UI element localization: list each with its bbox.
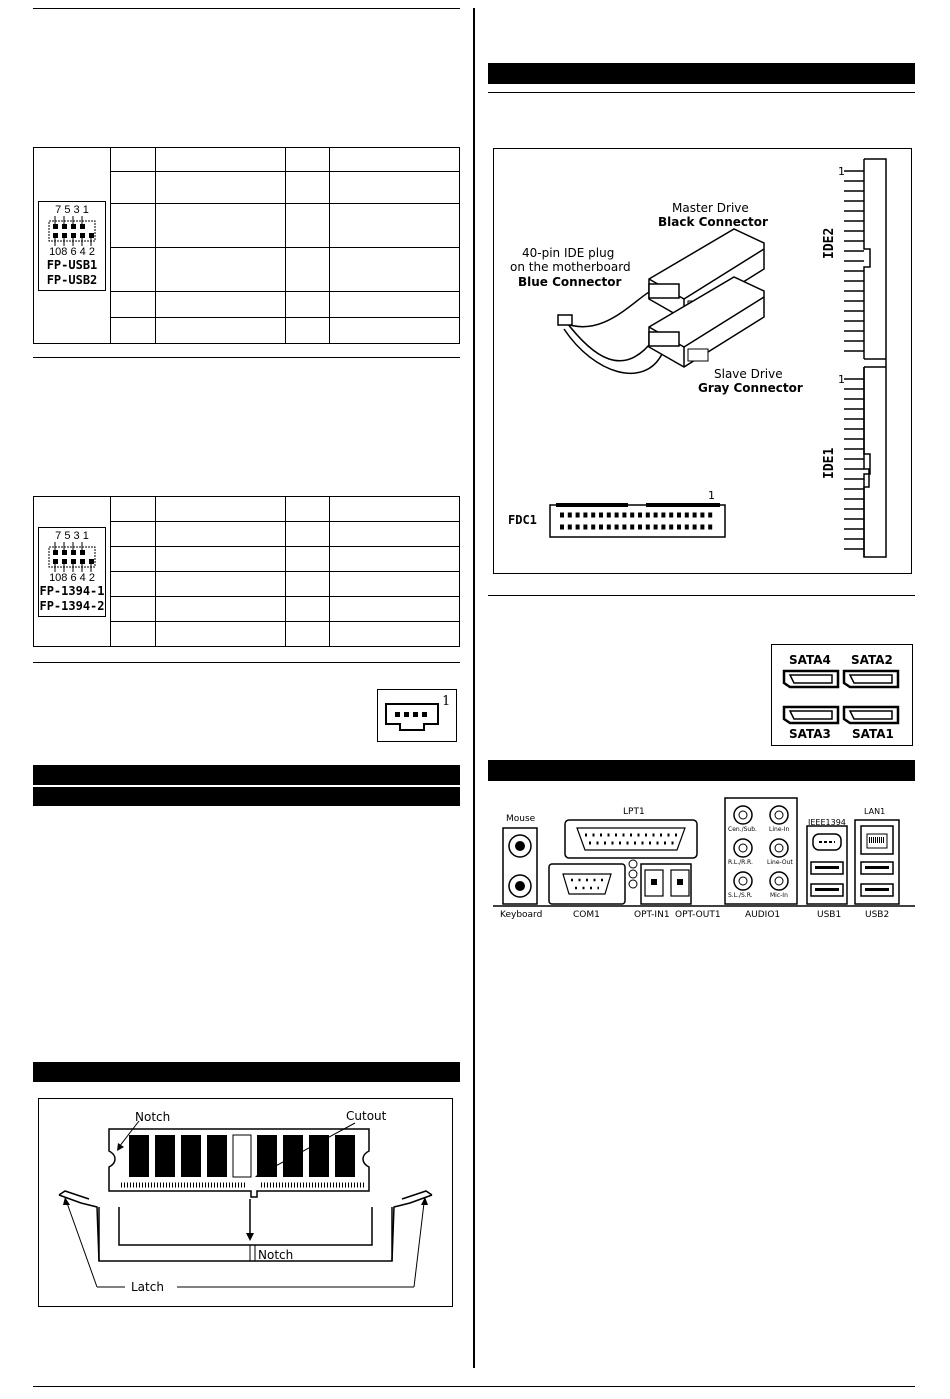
audio-label: AUDIO1 <box>745 910 781 920</box>
ieee-header-label-1: FP-1394-1 <box>39 583 105 598</box>
section-bar-memory <box>33 1062 460 1082</box>
audio-jack-line-in: Line-In <box>769 826 790 833</box>
memory-install-diagram: Notch Cutout Notch Latch <box>38 1098 453 1307</box>
ide2-pin1-label: 1 <box>838 165 845 178</box>
ieee-top-pin-numbers: 7 5 3 1 <box>55 529 89 542</box>
dimm-slot-illustration <box>58 1120 433 1288</box>
ieee1394-pin-table: 7 5 3 1 108 6 4 2 FP-1394-1 FP-1394-2 <box>33 496 460 647</box>
usb-header-label-2: FP-USB2 <box>46 272 98 287</box>
audio-jack-line-out: Line-Out <box>767 859 793 866</box>
ide1-label: IDE1 <box>822 447 837 479</box>
column-divider <box>473 8 475 1368</box>
usb-bottom-pin-numbers: 108 6 4 2 <box>49 245 95 258</box>
slave-drive-title: Slave Drive <box>714 367 783 381</box>
ieee-header-pins-icon <box>48 541 96 572</box>
audio-jack-sl-sr: S.L./S.R. <box>728 892 753 899</box>
ide-fdc-diagram: Master Drive Black Connector 40-pin IDE … <box>493 148 912 574</box>
sata3-label: SATA3 <box>789 727 831 741</box>
left-top-rule <box>33 8 460 9</box>
sata1-label: SATA1 <box>852 727 894 741</box>
slave-connector-label: Gray Connector <box>698 381 803 395</box>
fdc-label: FDC1 <box>508 513 537 527</box>
right-rule-2 <box>488 595 915 596</box>
usb-header-label-1: FP-USB1 <box>46 257 98 272</box>
rear-panel-diagram: Mouse Keyboard LPT1 COM1 OPT-IN1 OPT-OUT… <box>493 796 915 926</box>
ide2-label: IDE2 <box>822 227 837 259</box>
mouse-port-label: Mouse <box>506 814 536 824</box>
fan-connector-icon <box>385 703 439 731</box>
usb-top-pin-numbers: 7 5 3 1 <box>55 203 89 216</box>
ieee1394-port-label: IEEE1394 <box>808 818 846 827</box>
ide1-pin1-label: 1 <box>838 373 845 386</box>
audio-jack-mic-in: Mic-In <box>770 892 788 899</box>
sata-diagram: SATA4 SATA2 SATA3 SATA1 <box>771 644 913 746</box>
ieee-bottom-pin-numbers: 108 6 4 2 <box>49 571 95 584</box>
usb-pin-table: 7 5 3 1 108 6 4 2 FP-USB1 FP-USB2 <box>33 147 460 344</box>
fdc-pin1-label: 1 <box>708 489 715 502</box>
usb2-port-label: USB2 <box>865 910 890 920</box>
sata2-label: SATA2 <box>851 653 893 667</box>
section-bar-2 <box>33 787 460 806</box>
ieee-header-cell: 7 5 3 1 108 6 4 2 FP-1394-1 FP-1394-2 <box>33 496 111 647</box>
audio-jack-cen-sub: Cen./Sub. <box>728 826 757 833</box>
section-bar-1 <box>33 765 460 785</box>
usb1-port-label: USB1 <box>817 910 842 920</box>
usb-header-cell: 7 5 3 1 108 6 4 2 FP-USB1 FP-USB2 <box>33 147 111 344</box>
opt-out-label: OPT-OUT1 <box>675 910 721 920</box>
lan-port-label: LAN1 <box>864 807 886 816</box>
memory-cutout-label: Cutout <box>346 1109 387 1123</box>
usb-header-pins-icon <box>48 215 96 246</box>
opt-in-label: OPT-IN1 <box>634 910 670 920</box>
section-bar-rear-panel <box>488 760 915 781</box>
master-connector-label: Black Connector <box>658 215 768 229</box>
sata4-label: SATA4 <box>789 653 831 667</box>
rear-panel-illustration <box>493 797 915 907</box>
left-rule-2 <box>33 357 460 358</box>
fan-connector-diagram: 1 <box>377 689 457 742</box>
page-bottom-rule <box>33 1386 915 1387</box>
left-rule-3 <box>33 662 460 663</box>
keyboard-port-label: Keyboard <box>500 910 543 920</box>
memory-notch-bottom-label: Notch <box>258 1248 294 1262</box>
com-port-label: COM1 <box>573 910 600 920</box>
audio-jack-rl-rr: R.L./R.R. <box>728 859 753 866</box>
ide-connector-pins <box>844 170 864 550</box>
fan-pin1-label: 1 <box>442 694 451 709</box>
ide-plug-line2: on the motherboard <box>510 260 631 274</box>
right-rule-1 <box>488 92 915 93</box>
ide-drives-illustration <box>549 158 887 558</box>
ide-plug-connector-label: Blue Connector <box>518 275 622 289</box>
ieee-header-label-2: FP-1394-2 <box>39 598 105 613</box>
memory-notch-top-label: Notch <box>135 1110 171 1124</box>
memory-latch-label: Latch <box>131 1280 164 1294</box>
master-drive-title: Master Drive <box>672 201 749 215</box>
ide-plug-line1: 40-pin IDE plug <box>522 246 615 260</box>
lpt-port-label: LPT1 <box>623 807 645 817</box>
sata-connectors-icon <box>782 669 900 725</box>
section-bar-ide <box>488 63 915 84</box>
